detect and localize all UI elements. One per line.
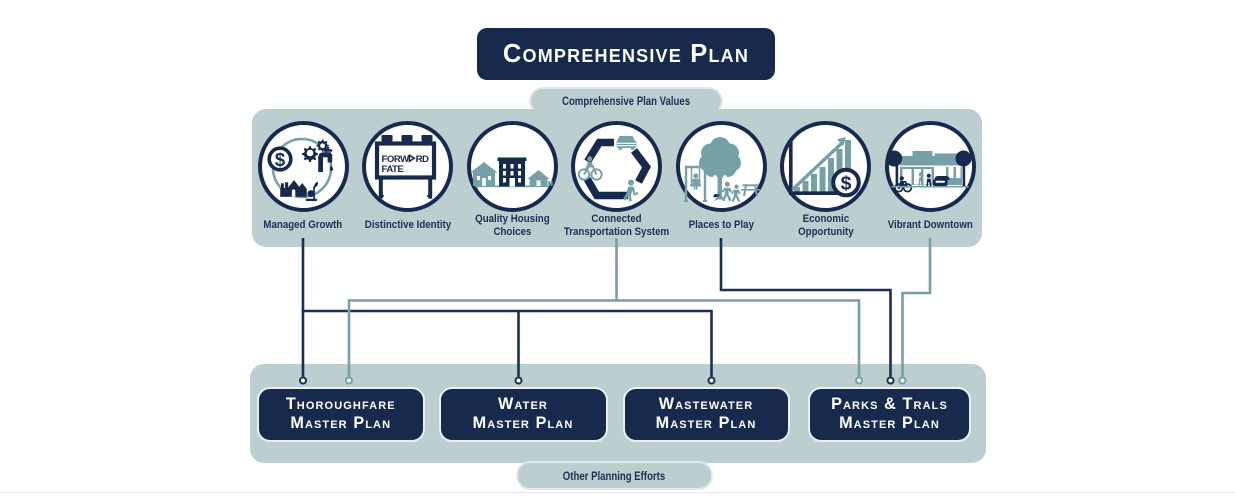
svg-text:$: $ xyxy=(840,172,851,194)
svg-text:RD: RD xyxy=(415,154,428,165)
svg-text:FATE: FATE xyxy=(381,164,404,175)
svg-text:$: $ xyxy=(275,149,286,170)
svg-text:FORW: FORW xyxy=(381,154,410,165)
